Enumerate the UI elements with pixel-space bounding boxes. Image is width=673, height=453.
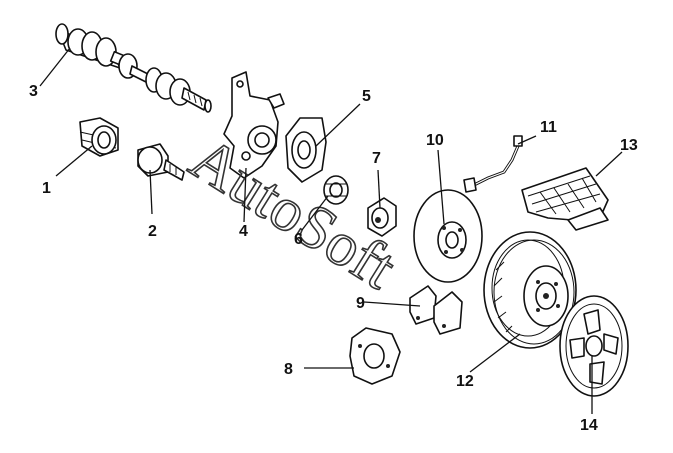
label-3: 3 — [29, 83, 38, 100]
label-9: 9 — [356, 295, 365, 312]
label-7: 7 — [372, 150, 381, 167]
label-8: 8 — [284, 361, 293, 378]
part-10-brake-disc — [413, 189, 483, 283]
part-14-wheel-cover — [559, 295, 629, 397]
label-1: 1 — [42, 180, 51, 197]
part-4-knuckle — [223, 71, 285, 179]
part-2-joint — [137, 143, 185, 181]
label-13: 13 — [620, 137, 638, 154]
label-12: 12 — [456, 373, 474, 390]
label-10: 10 — [426, 132, 444, 149]
part-13-shoe — [521, 167, 609, 231]
part-1-boot — [79, 117, 119, 157]
part-number-labels: 3 1 2 4 5 6 7 10 11 13 9 8 12 14 — [29, 83, 638, 434]
part-5-shield — [285, 117, 327, 183]
label-14: 14 — [580, 417, 598, 434]
label-2: 2 — [148, 223, 157, 240]
part-3-drive-shaft — [55, 23, 212, 113]
part-8-caliper — [349, 327, 401, 385]
label-6: 6 — [294, 231, 303, 248]
part-9-brake-pads — [409, 285, 463, 335]
label-4: 4 — [239, 223, 248, 240]
part-6-bearing — [323, 175, 349, 205]
leader-lines — [39, 47, 623, 414]
label-11: 11 — [540, 119, 557, 136]
part-11-brake-hose — [463, 135, 523, 193]
part-12-wheel — [483, 231, 577, 349]
label-5: 5 — [362, 88, 371, 105]
part-7-hub — [367, 197, 397, 237]
